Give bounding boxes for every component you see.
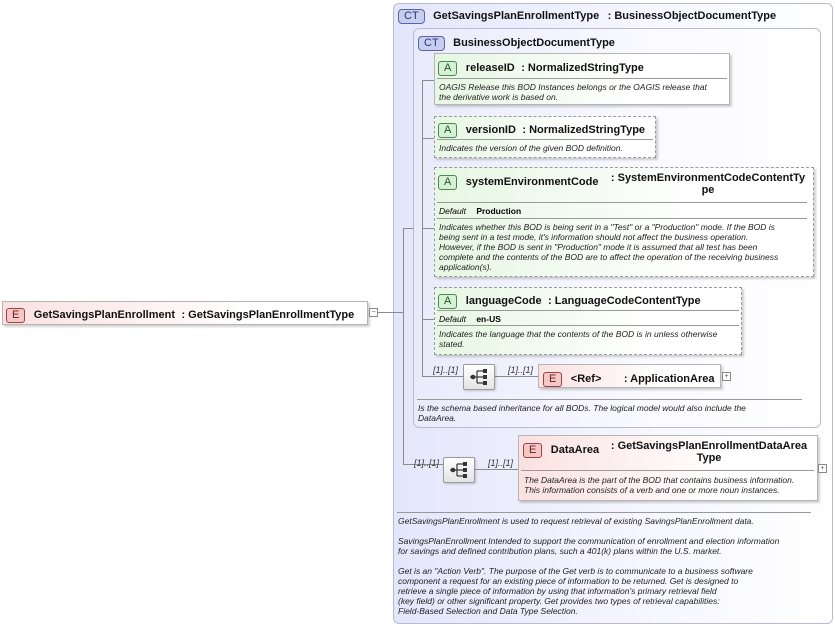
divider xyxy=(437,325,739,326)
attribute-name: versionID xyxy=(465,124,516,136)
attribute-versionid-doc: Indicates the version of the given BOD d… xyxy=(439,143,623,153)
inner-type-name: BusinessObjectDocumentType xyxy=(453,37,615,49)
outer-type-name: GetSavingsPlanEnrollmentType xyxy=(433,10,600,22)
ref-label: <Ref> xyxy=(570,373,602,385)
outer-type-doc: GetSavingsPlanEnrollment is used to requ… xyxy=(398,516,780,616)
attribute-icon: A xyxy=(438,61,458,76)
attribute-versionid-box[interactable] xyxy=(434,116,656,158)
expand-toggle[interactable]: + xyxy=(722,372,731,381)
default-label: Default xyxy=(439,206,466,216)
attribute-releaseid-doc: OAGIS Release this BOD Instances belongs… xyxy=(439,82,707,102)
default-value: en-US xyxy=(476,314,501,324)
data-area-name: DataArea xyxy=(550,444,600,456)
attr1-connector xyxy=(422,80,434,81)
attribute-versionid-header: A versionID : NormalizedStringType xyxy=(438,120,645,138)
outer-trunk xyxy=(403,228,404,464)
default-row: Default en-US xyxy=(439,314,501,324)
default-value: Production xyxy=(476,206,522,216)
outer-type-header: CT GetSavingsPlanEnrollmentType : Busine… xyxy=(398,6,776,24)
attribute-systemenvironmentcode-header: A systemEnvironmentCode xyxy=(438,172,598,190)
element-icon: E xyxy=(543,372,563,387)
attribute-icon: A xyxy=(438,294,458,309)
attr4-connector xyxy=(422,319,434,320)
inner-type-doc: Is the schema based inheritance for all … xyxy=(418,403,746,423)
attribute-name: systemEnvironmentCode xyxy=(465,176,599,188)
sequence-compositor-icon[interactable] xyxy=(443,457,475,483)
attribute-icon: A xyxy=(438,175,458,190)
dataseq-to-dataarea xyxy=(473,469,518,470)
attribute-type: : LanguageCodeContentType xyxy=(548,295,701,307)
divider xyxy=(397,512,811,513)
attribute-releaseid-box[interactable] xyxy=(434,53,730,105)
divider xyxy=(437,310,739,311)
data-area-box[interactable] xyxy=(518,435,818,501)
attribute-languagecode-doc: Indicates the language that the contents… xyxy=(439,329,718,349)
expand-toggle[interactable]: + xyxy=(818,464,827,473)
root-element-header: E GetSavingsPlanEnrollment : GetSavingsP… xyxy=(6,305,354,323)
outer-type-base: : BusinessObjectDocumentType xyxy=(607,10,777,22)
appseq-to-ref xyxy=(493,376,538,377)
occurrence-label: [1]..[1] xyxy=(433,365,459,375)
sequence-compositor-icon[interactable] xyxy=(463,364,495,390)
attribute-name: releaseID xyxy=(465,62,515,74)
complex-type-icon: CT xyxy=(418,36,445,51)
attribute-releaseid-header: A releaseID : NormalizedStringType xyxy=(438,58,644,76)
appseq-connector xyxy=(422,376,463,377)
application-area-box[interactable] xyxy=(538,364,721,388)
attribute-systemenvironmentcode-box[interactable] xyxy=(434,167,814,277)
attribute-systemenvironmentcode-doc: Indicates whether this BOD is being sent… xyxy=(439,222,779,272)
attribute-type: : SystemEnvironmentCodeContentTy pe xyxy=(610,172,806,196)
attribute-type: : NormalizedStringType xyxy=(522,124,646,136)
attr2-connector xyxy=(422,138,434,139)
divider xyxy=(437,218,807,219)
attribute-icon: A xyxy=(438,123,458,138)
application-area-type: : ApplicationArea xyxy=(623,373,715,385)
attribute-type: : NormalizedStringType xyxy=(521,62,644,74)
root-element-name: GetSavingsPlanEnrollment xyxy=(33,309,175,321)
complex-type-icon: CT xyxy=(398,9,425,24)
data-area-header: E DataArea xyxy=(523,440,599,458)
trunk-to-data-seq xyxy=(403,464,443,465)
divider xyxy=(417,399,802,400)
default-label: Default xyxy=(439,314,466,324)
occurrence-label: [1]..[1] xyxy=(414,458,440,468)
application-area-header: E <Ref> : ApplicationArea xyxy=(543,369,715,387)
inner-type-header: CT BusinessObjectDocumentType xyxy=(418,33,615,51)
divider xyxy=(521,470,814,471)
occurrence-label: [1]..[1] xyxy=(508,365,534,375)
attr3-connector xyxy=(422,228,434,229)
collapse-toggle[interactable]: − xyxy=(369,308,378,317)
attribute-languagecode-box[interactable] xyxy=(434,287,742,355)
attribute-languagecode-header: A languageCode : LanguageCodeContentType xyxy=(438,291,701,309)
trunk-to-inner xyxy=(403,228,413,229)
divider xyxy=(437,202,807,203)
default-row: Default Production xyxy=(439,206,521,216)
occurrence-label: [1]..[1] xyxy=(488,458,514,468)
element-icon: E xyxy=(6,308,26,323)
data-area-doc: The DataArea is the part of the BOD that… xyxy=(524,475,795,495)
root-element-type: : GetSavingsPlanEnrollmentType xyxy=(181,309,355,321)
attribute-name: languageCode xyxy=(465,295,542,307)
divider xyxy=(437,139,653,140)
element-icon: E xyxy=(523,443,543,458)
divider xyxy=(437,78,727,79)
root-element-box[interactable] xyxy=(2,301,368,325)
root-connector xyxy=(374,312,404,313)
data-area-type: : GetSavingsPlanEnrollmentDataArea Type xyxy=(610,440,808,464)
